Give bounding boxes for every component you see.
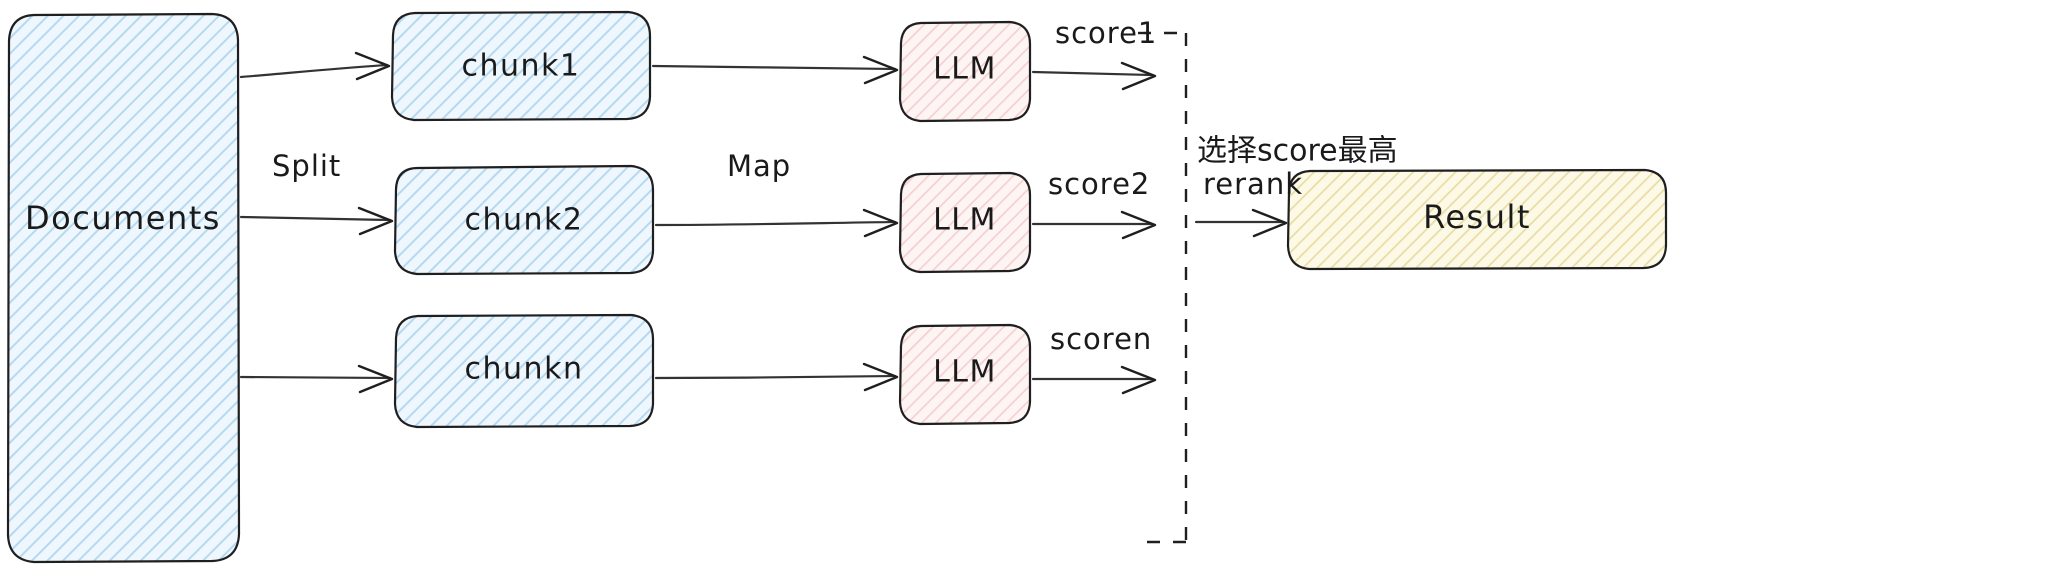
llmn-box-outline [898,323,1032,426]
llm1-label: LLM [933,52,997,87]
edge-llm1-bracket-line [1031,70,1154,77]
llm2-box-fill [900,173,1030,272]
edge-label-map: Map [727,149,791,183]
edge-chunk2-llm2-line [654,220,897,227]
result-box-outline [1286,168,1668,271]
node-chunk2[interactable]: chunk2 [393,164,655,276]
edge-bracket-result-arrowhead [1251,208,1288,238]
edge-documents-chunk2-line [239,215,392,222]
edge-documents-to-chunkn [239,364,394,394]
edge-llm1-bracket-arrowhead [1120,61,1157,91]
edge-label-score2: score2 [1048,167,1150,201]
documents-box-fill [8,14,239,562]
edge-documents-to-chunk1 [239,51,391,81]
chunk1-label: chunk1 [462,49,581,84]
result-label: Result [1423,198,1531,236]
node-chunkn[interactable]: chunkn [393,313,655,429]
llmn-box-fill [900,325,1030,424]
node-llm-n[interactable]: LLM [898,323,1032,426]
result-box-fill [1288,170,1666,269]
edge-llm2-to-bracket [1031,210,1157,240]
chunkn-label: chunkn [465,352,584,387]
node-llm-2[interactable]: LLM [898,171,1032,274]
node-chunk1[interactable]: chunk1 [390,10,652,122]
node-result[interactable]: Result [1286,168,1668,271]
documents-label: Documents [25,199,221,237]
chunk1-box-outline [390,10,652,122]
chunk2-label: chunk2 [465,203,584,238]
edge-chunk1-llm1-line [651,64,897,71]
edge-label-scoren: scoren [1050,322,1152,356]
documents-box-outline [6,12,241,564]
edge-chunk1-llm1-arrowhead [862,55,899,85]
edge-label-split: Split [272,149,341,183]
edge-chunk2-llm2-arrowhead [862,208,899,238]
edge-chunk2-to-llm2 [654,208,899,238]
chunk2-box-fill [395,166,653,274]
llm1-box-fill [900,22,1030,121]
chunkn-box-fill [395,315,653,427]
edge-chunkn-to-llmn [654,362,899,392]
edge-documents-chunkn-line [239,375,392,380]
llmn-label: LLM [933,355,997,390]
chunkn-box-outline [393,313,655,429]
llm2-box-outline [898,171,1032,274]
node-llm-1[interactable]: LLM [898,20,1032,123]
chunk1-box-fill [392,12,650,120]
edge-llm1-to-bracket [1031,61,1157,91]
llm1-box-outline [898,20,1032,123]
edge-llmn-bracket-arrowhead [1120,365,1157,395]
edge-documents-chunk1-line [239,63,389,79]
edge-documents-chunk1-arrowhead [354,51,391,81]
node-documents[interactable]: Documents [6,12,241,564]
edge-chunkn-llmn-arrowhead [862,362,899,392]
edge-llm2-bracket-arrowhead [1120,210,1157,240]
edge-bracket-to-result [1194,208,1288,238]
edge-llmn-to-bracket [1031,365,1157,395]
edge-chunkn-llmn-line [654,374,897,380]
llm2-label: LLM [933,203,997,238]
edge-documents-to-chunk2 [239,206,394,236]
edge-documents-chunk2-arrowhead [357,206,394,236]
edge-label-score1: score1 [1055,16,1157,50]
edge-documents-chunkn-arrowhead [357,364,394,394]
edge-label-rerank: rerank [1203,167,1303,201]
score-aggregation-bracket [1138,31,1188,544]
annotation-select-highest-score: 选择score最高 [1197,134,1398,169]
chunk2-box-outline [393,164,655,276]
edge-chunk1-to-llm1 [651,55,899,85]
